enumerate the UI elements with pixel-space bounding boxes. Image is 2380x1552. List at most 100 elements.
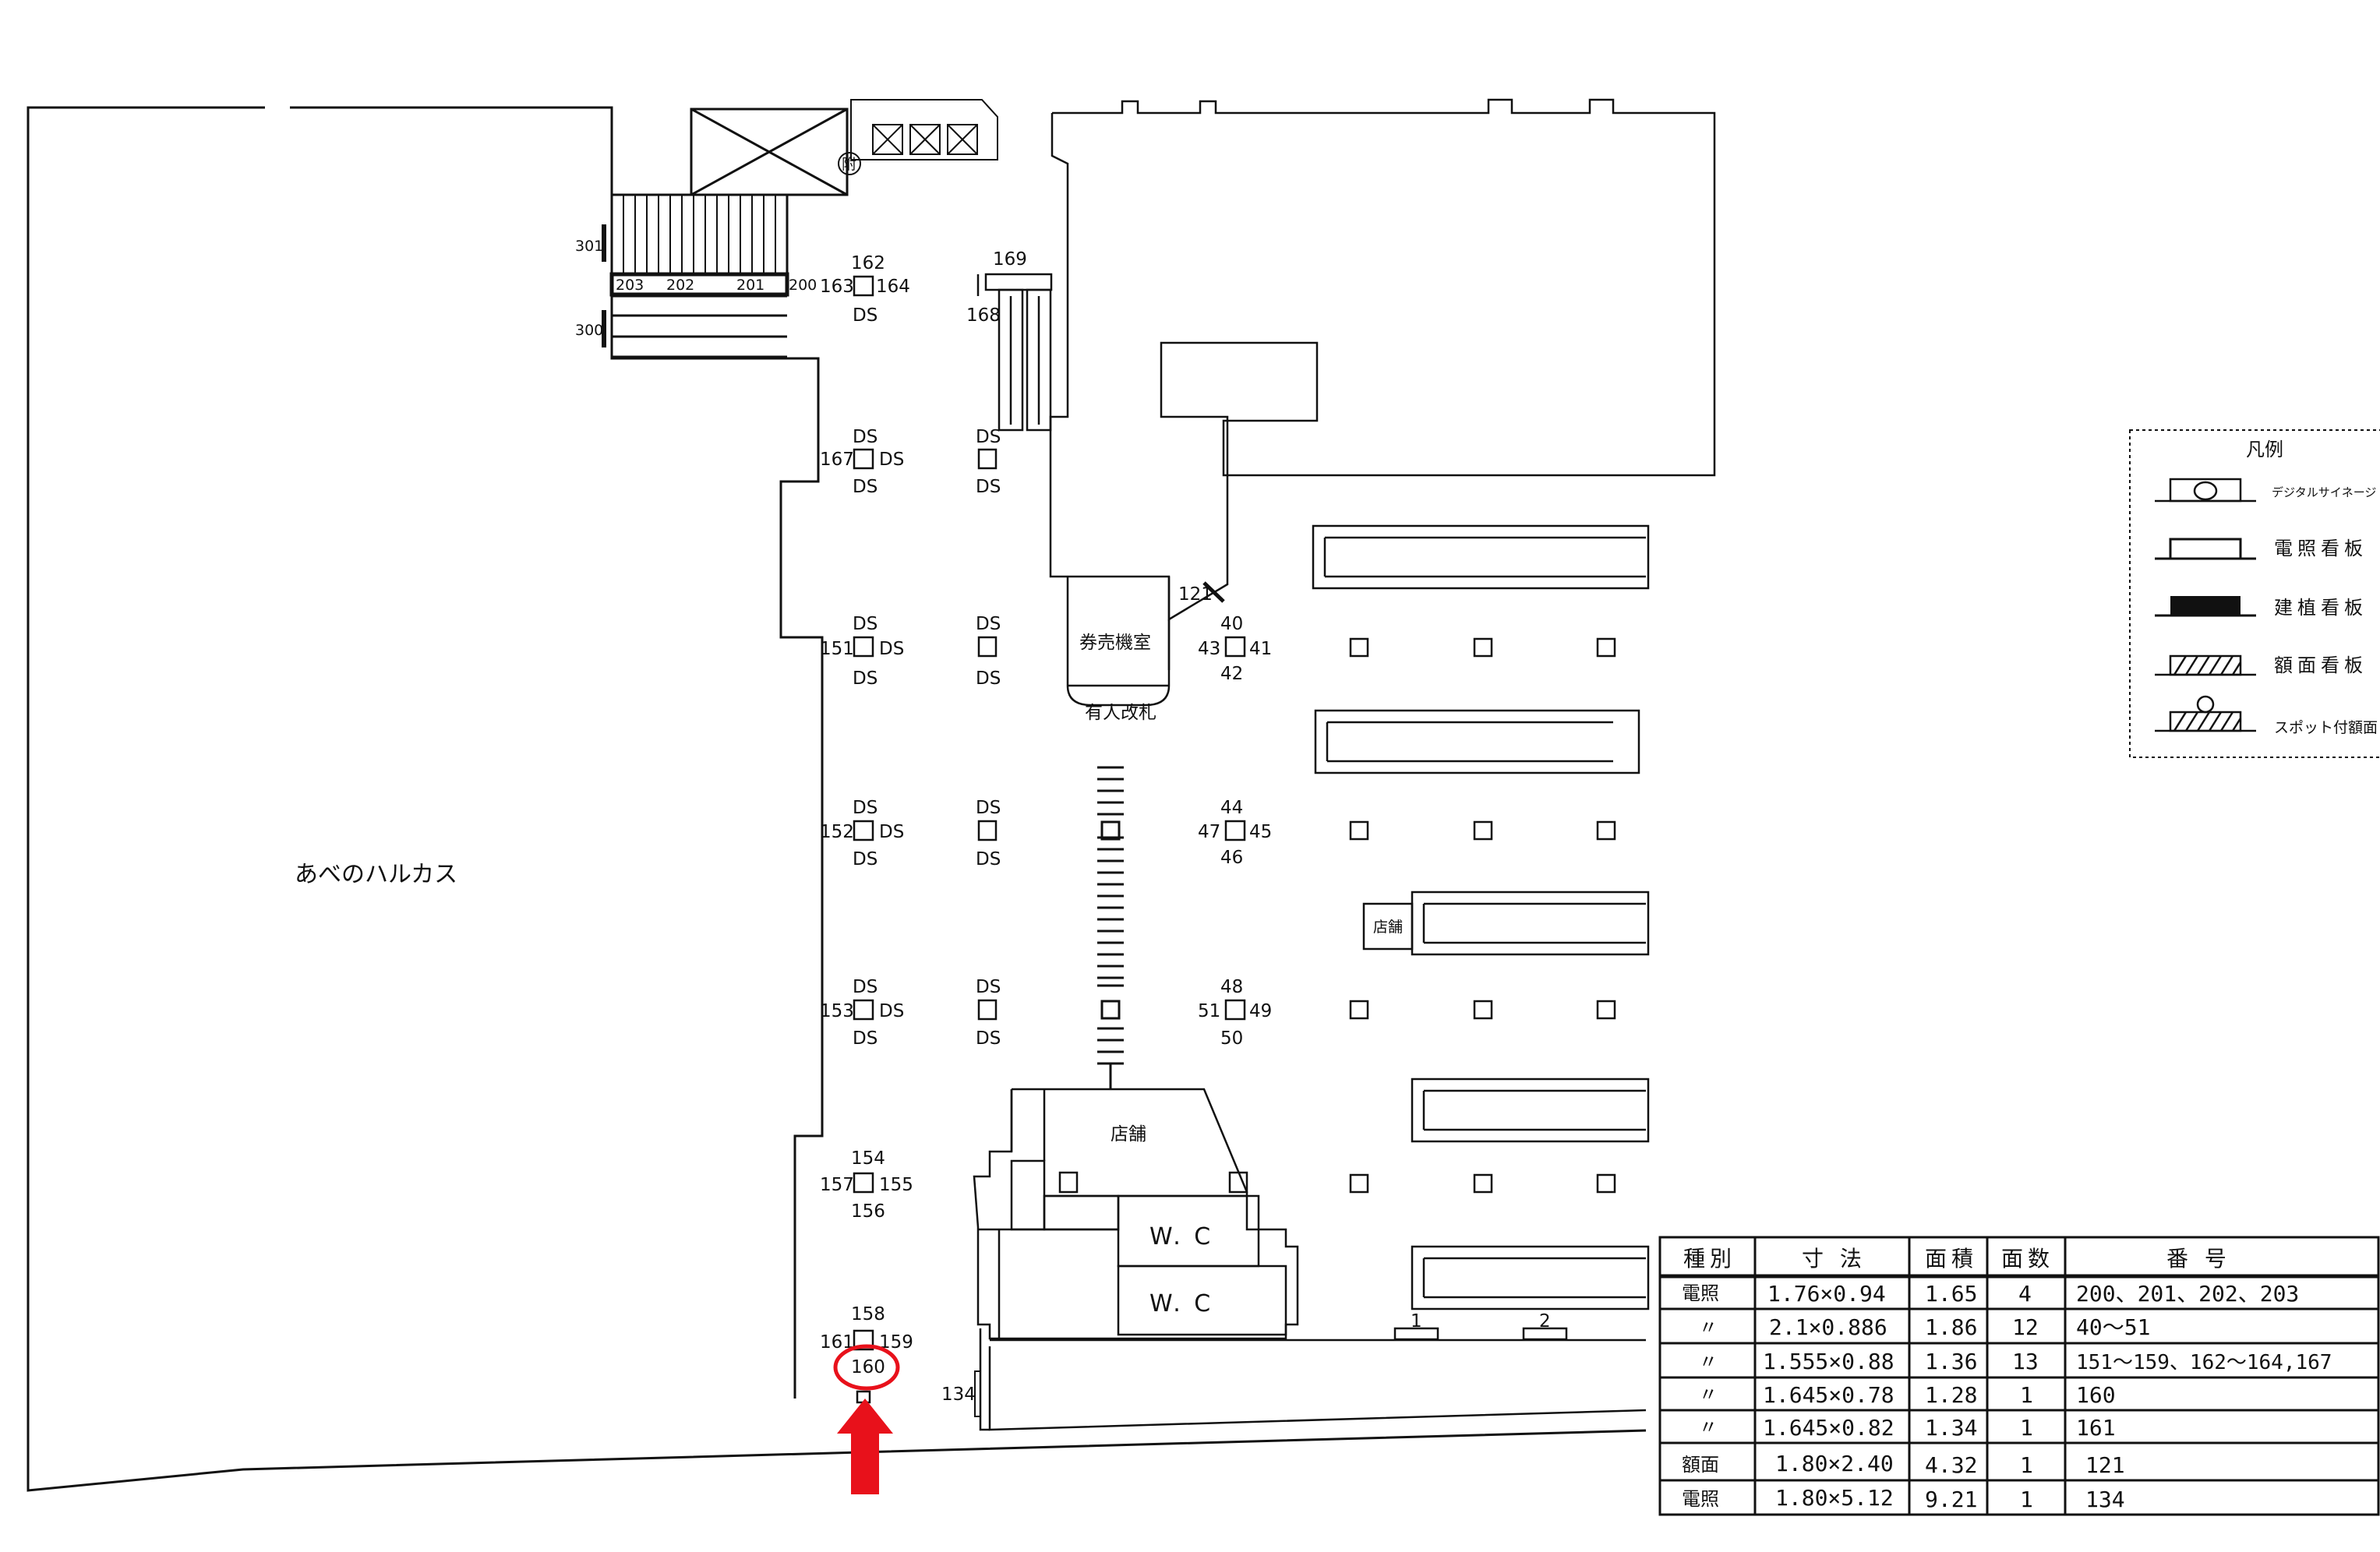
escalator-169 [976,273,1053,432]
row2-number: 40～51 [2076,1314,2150,1340]
row1-area: 1.65 [1925,1281,1977,1307]
ds-162: DS [853,305,877,326]
sign-2: 2 [1539,1311,1551,1332]
wc-upper-label: W. C [1149,1223,1213,1250]
legend-title: 凡例 [2246,439,2283,460]
sign-50: 50 [1220,1028,1243,1049]
row3-area: 1.36 [1925,1349,1977,1374]
wc-lower-label: W. C [1149,1290,1213,1317]
ds-167-top: DS [853,427,877,447]
legend-installed: 建植看板 [2274,597,2368,619]
sign-158: 158 [851,1304,885,1324]
legend-symbol-digital-signage [2155,478,2256,503]
sign-42: 42 [1220,664,1243,684]
sign-160: 160 [851,1357,885,1377]
row6-faces: 1 [2020,1452,2033,1478]
building-label: あべのハルカス [295,861,457,888]
ds-167-bottom: DS [853,477,877,497]
row7-area: 9.21 [1925,1487,1977,1512]
sign-154: 154 [851,1148,885,1169]
row5-area: 1.34 [1925,1415,1977,1441]
station-structure [1049,98,1716,707]
ds-c4-bottom: DS [976,1028,1001,1049]
row2-type: 〃 [1699,1317,1718,1339]
row4-faces: 1 [2020,1382,2033,1408]
ds-151-right: DS [879,639,904,659]
row5-size: 1.645×0.82 [1763,1415,1894,1441]
ds-c1-top: DS [976,427,1001,447]
ds-c3-top: DS [976,798,1001,818]
ds-152-right: DS [879,822,904,842]
highlight-circle [833,1344,900,1391]
ds-153-top: DS [853,977,877,997]
highlight-arrow [837,1399,893,1494]
sign-162: 162 [851,253,885,273]
sign-300: 300 [575,322,603,339]
harukas-building [26,106,1647,1492]
shop-center-label: 店舗 [1111,1124,1146,1145]
sign-202: 202 [666,277,694,294]
row6-size: 1.80×2.40 [1775,1451,1894,1476]
ticket-room-label: 券売機室 [1079,633,1151,653]
row5-faces: 1 [2020,1415,2033,1441]
ds-153-right: DS [879,1001,904,1021]
sign-156: 156 [851,1201,885,1222]
sign-1: 1 [1411,1311,1422,1332]
shop-wc-block [973,1088,1299,1340]
table-header-size: 寸 法 [1802,1246,1866,1272]
ds-c1-bottom: DS [976,477,1001,497]
row7-size: 1.80×5.12 [1775,1485,1894,1511]
stair-treads [623,195,776,274]
row6-type: 額面 [1682,1454,1719,1476]
ds-c3-bottom: DS [976,849,1001,869]
row2-faces: 12 [2012,1314,2039,1340]
concourse-edge [979,1328,1647,1431]
sign-167: 167 [820,450,854,470]
sign-203: 203 [616,277,644,294]
legend-symbol-spot-framed [2155,695,2256,732]
sign-164: 164 [876,277,910,297]
row2-area: 1.86 [1925,1314,1977,1340]
table-header-type: 種別 [1683,1246,1736,1272]
ds-c4-top: DS [976,977,1001,997]
sign-pillars [853,275,1246,1404]
ds-c2-bottom: DS [976,668,1001,689]
legend-digital-signage: デジタルサイネージ [2272,485,2376,499]
sign-46: 46 [1220,848,1243,868]
sign-201: 201 [736,277,764,294]
ds-151-bottom: DS [853,668,877,689]
row7-type: 電照 [1682,1488,1719,1510]
sign-151: 151 [820,639,854,659]
sign-40: 40 [1220,614,1243,634]
sign-41: 41 [1249,639,1272,659]
ds-167-right: DS [879,450,904,470]
row6-number: 121 [2085,1452,2125,1478]
row7-faces: 1 [2020,1487,2033,1512]
spec-table: 種別 寸 法 面積 面数 番 号 電照 1.76×0.94 1.65 4 200… [1658,1236,2380,1516]
legend-symbol-framed [2155,654,2256,676]
sign-49: 49 [1249,1001,1272,1021]
sign-51: 51 [1198,1001,1220,1021]
sign-43: 43 [1198,639,1220,659]
row4-type: 〃 [1699,1384,1718,1406]
sign-168: 168 [966,305,1001,326]
sign-48: 48 [1220,977,1243,997]
sign-152: 152 [820,822,854,842]
sign-47: 47 [1198,822,1220,842]
row3-faces: 13 [2012,1349,2039,1374]
sign-44: 44 [1220,798,1243,818]
row3-type: 〃 [1699,1351,1718,1373]
ds-152-bottom: DS [853,849,877,869]
ds-c2-top: DS [976,614,1001,634]
row5-type: 〃 [1699,1416,1718,1438]
table-header-number: 番 号 [2166,1246,2231,1272]
sign-45: 45 [1249,822,1272,842]
ds-152-top: DS [853,798,877,818]
legend-framed: 額面看板 [2274,654,2368,676]
escalator-mark: 附 [842,156,856,173]
row1-type: 電照 [1682,1282,1719,1304]
sign-200: 200 [789,277,817,294]
legend-spot-framed: スポット付額面 [2274,719,2378,736]
row1-size: 1.76×0.94 [1767,1281,1886,1307]
